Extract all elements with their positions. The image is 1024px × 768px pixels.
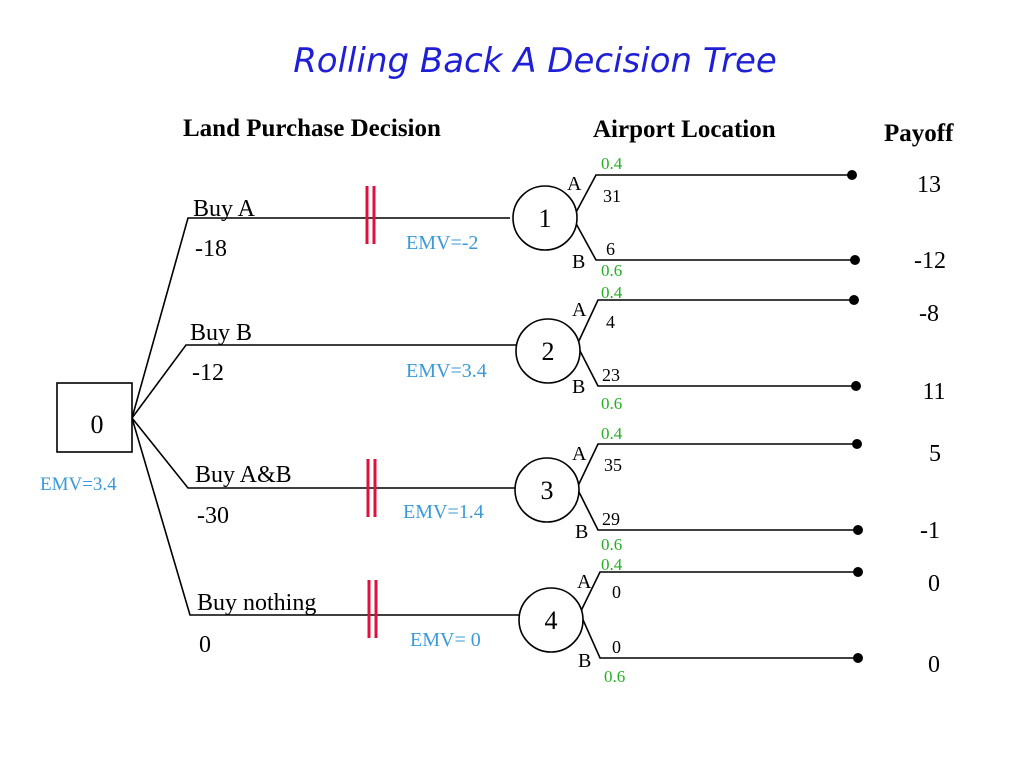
terminal-dot: [850, 255, 860, 265]
terminal-dot: [853, 653, 863, 663]
emv-node-2: EMV=3.4: [406, 360, 487, 382]
payoff-3b: -1: [920, 518, 940, 544]
chance-circle: [512, 185, 578, 251]
decision-square: [56, 382, 133, 453]
chance-node-2: 2: [515, 295, 861, 391]
decision-branches: [131, 217, 520, 616]
probability-2b: 0.6: [601, 394, 622, 413]
outcome-value-3a: 35: [604, 455, 622, 475]
pruned-marker-buy-nothing: [367, 580, 378, 638]
probability-3b: 0.6: [601, 535, 622, 554]
option-label-buy-b: Buy B: [190, 320, 252, 346]
outcome-letter-1b: B: [572, 251, 585, 273]
root-decision-node: 0: [56, 382, 133, 453]
root-emv: EMV=3.4: [40, 474, 117, 495]
outcome-line-4a: [579, 571, 857, 614]
payoff-2a: -8: [919, 301, 939, 327]
branch-line-buy-b: [131, 344, 516, 419]
terminal-dot: [853, 567, 863, 577]
payoff-1a: 13: [917, 172, 941, 198]
chance-node-1: 1: [512, 170, 860, 265]
cost-label-buy-a: -18: [195, 236, 227, 262]
chance-circle: [514, 457, 580, 523]
header-airport-location: Airport Location: [593, 116, 776, 143]
chance-circle: [518, 587, 584, 653]
outcome-line-1a: [572, 174, 850, 219]
outcome-value-4b: 0: [612, 637, 621, 657]
branch-line-buy-nothing: [131, 417, 520, 616]
node-label-3: 3: [541, 476, 554, 505]
cost-label-buy-b: -12: [192, 360, 224, 386]
chance-circle: [515, 318, 581, 384]
chance-node-4: 4: [518, 567, 863, 663]
probability-4a: 0.4: [601, 555, 623, 574]
chance-node-3: 3: [514, 439, 863, 535]
payoff-3a: 5: [929, 441, 941, 467]
terminal-dot: [851, 381, 861, 391]
root-node-label: 0: [91, 410, 104, 439]
option-label-buy-nothing: Buy nothing: [197, 590, 316, 616]
outcome-line-2a: [576, 299, 853, 346]
outcome-letter-4b: B: [578, 650, 591, 672]
outcome-value-4a: 0: [612, 582, 621, 602]
cost-label-buy-ab: -30: [197, 503, 229, 529]
terminal-dot: [852, 439, 862, 449]
probability-1b: 0.6: [601, 261, 622, 280]
slide-title: Rolling Back A Decision Tree: [293, 41, 777, 81]
probability-2a: 0.4: [601, 283, 623, 302]
payoff-4a: 0: [928, 571, 940, 597]
outcome-line-3a: [576, 443, 856, 489]
outcome-value-1a: 31: [603, 186, 621, 206]
outcome-value-1b: 6: [606, 239, 615, 259]
cost-label-buy-nothing: 0: [199, 632, 211, 658]
outcome-letter-4a: A: [577, 571, 592, 593]
terminal-dot: [849, 295, 859, 305]
outcome-line-2b: [576, 344, 855, 387]
outcome-letter-3a: A: [572, 443, 587, 465]
payoff-1b: -12: [914, 248, 946, 274]
pruned-marker-buy-a: [365, 186, 376, 244]
outcome-line-3b: [576, 487, 857, 531]
outcome-value-2b: 23: [602, 365, 620, 385]
payoff-2b: 11: [922, 379, 945, 405]
node-label-4: 4: [545, 606, 558, 635]
outcome-line-4b: [579, 612, 857, 659]
option-label-buy-a: Buy A: [193, 196, 256, 222]
outcome-value-2a: 4: [606, 312, 615, 332]
outcome-line-1b: [572, 217, 853, 261]
outcome-letter-1a: A: [567, 173, 582, 195]
node-label-2: 2: [542, 337, 555, 366]
terminal-dot: [847, 170, 857, 180]
branch-line-buy-ab: [131, 417, 515, 489]
outcome-letter-2b: B: [572, 376, 585, 398]
probability-4b: 0.6: [604, 667, 625, 686]
pruned-marker-buy-ab: [366, 459, 377, 517]
terminal-dot: [853, 525, 863, 535]
header-payoff: Payoff: [884, 120, 954, 147]
branch-line-buy-a: [131, 217, 510, 419]
header-land-purchase-decision: Land Purchase Decision: [183, 115, 441, 142]
outcome-letter-2a: A: [572, 299, 587, 321]
node-label-1: 1: [539, 204, 552, 233]
option-label-buy-ab: Buy A&B: [195, 462, 292, 488]
outcome-letter-3b: B: [575, 521, 588, 543]
outcome-value-3b: 29: [602, 509, 620, 529]
emv-node-3: EMV=1.4: [403, 501, 484, 523]
payoff-4b: 0: [928, 652, 940, 678]
probability-3a: 0.4: [601, 424, 623, 443]
probability-1a: 0.4: [601, 154, 623, 173]
emv-node-4: EMV= 0: [410, 629, 481, 651]
emv-node-1: EMV=-2: [406, 232, 478, 254]
